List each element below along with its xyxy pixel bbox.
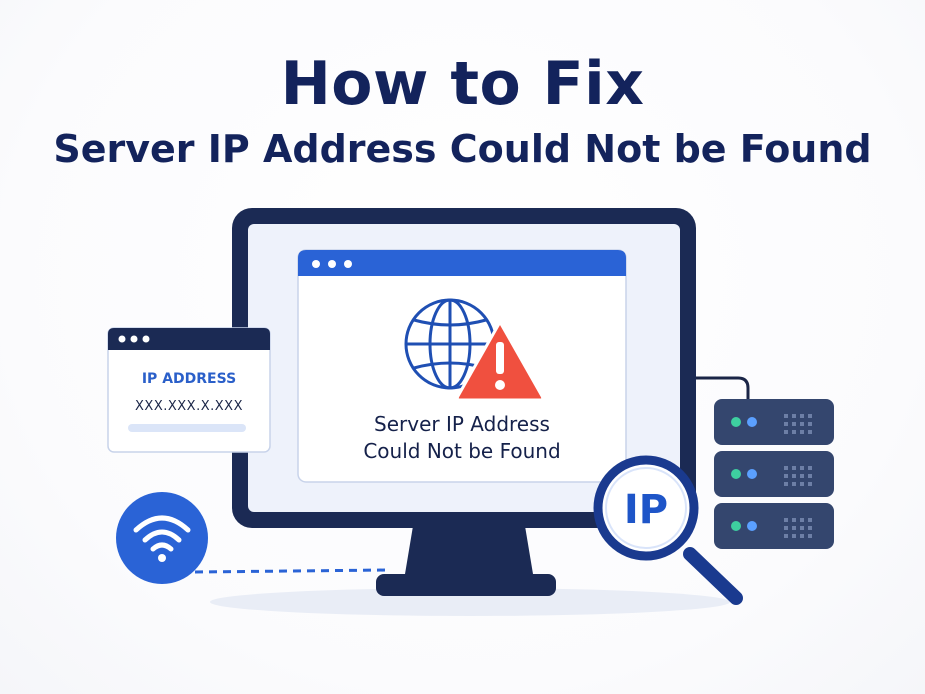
server-unit-2: [714, 451, 834, 497]
ip-window-input-bar: [128, 424, 246, 432]
wifi-cable: [194, 568, 389, 574]
browser-dot-3: [344, 260, 352, 268]
error-message-line-1: Server IP Address: [374, 412, 550, 436]
warning-triangle-icon: [455, 320, 545, 402]
error-message-line-2: Could Not be Found: [363, 439, 560, 463]
floor-shadow: [210, 588, 730, 616]
server-unit-3: [714, 503, 834, 549]
ip-window-dot-1: [118, 335, 126, 343]
monitor-stand-neck: [404, 520, 534, 580]
monitor-stand-base: [376, 574, 556, 596]
page-title: How to Fix: [280, 49, 645, 119]
globe-icon: [404, 298, 496, 390]
page-subtitle: Server IP Address Could Not be Found: [53, 127, 872, 171]
ip-address-label: IP ADDRESS: [142, 371, 236, 387]
ip-address-value: XXX.XXX.X.XXX: [135, 399, 243, 414]
browser-dot-2: [328, 260, 336, 268]
server-rack-icon: [714, 399, 834, 549]
browser-titlebar: [298, 250, 626, 276]
server-unit-1: [714, 399, 834, 445]
wifi-icon: [116, 492, 208, 584]
ip-window-dot-3: [142, 335, 150, 343]
magnifying-glass-icon: IP: [593, 455, 743, 605]
magnifier-ip-text: IP: [624, 487, 668, 533]
browser-window: Server IP Address Could Not be Found: [297, 249, 627, 483]
server-cable: [690, 376, 750, 400]
ip-window-dot-2: [130, 335, 138, 343]
ip-address-window: IP ADDRESS XXX.XXX.X.XXX: [107, 327, 271, 453]
ip-window-titlebar: [108, 328, 270, 350]
browser-dot-1: [312, 260, 320, 268]
